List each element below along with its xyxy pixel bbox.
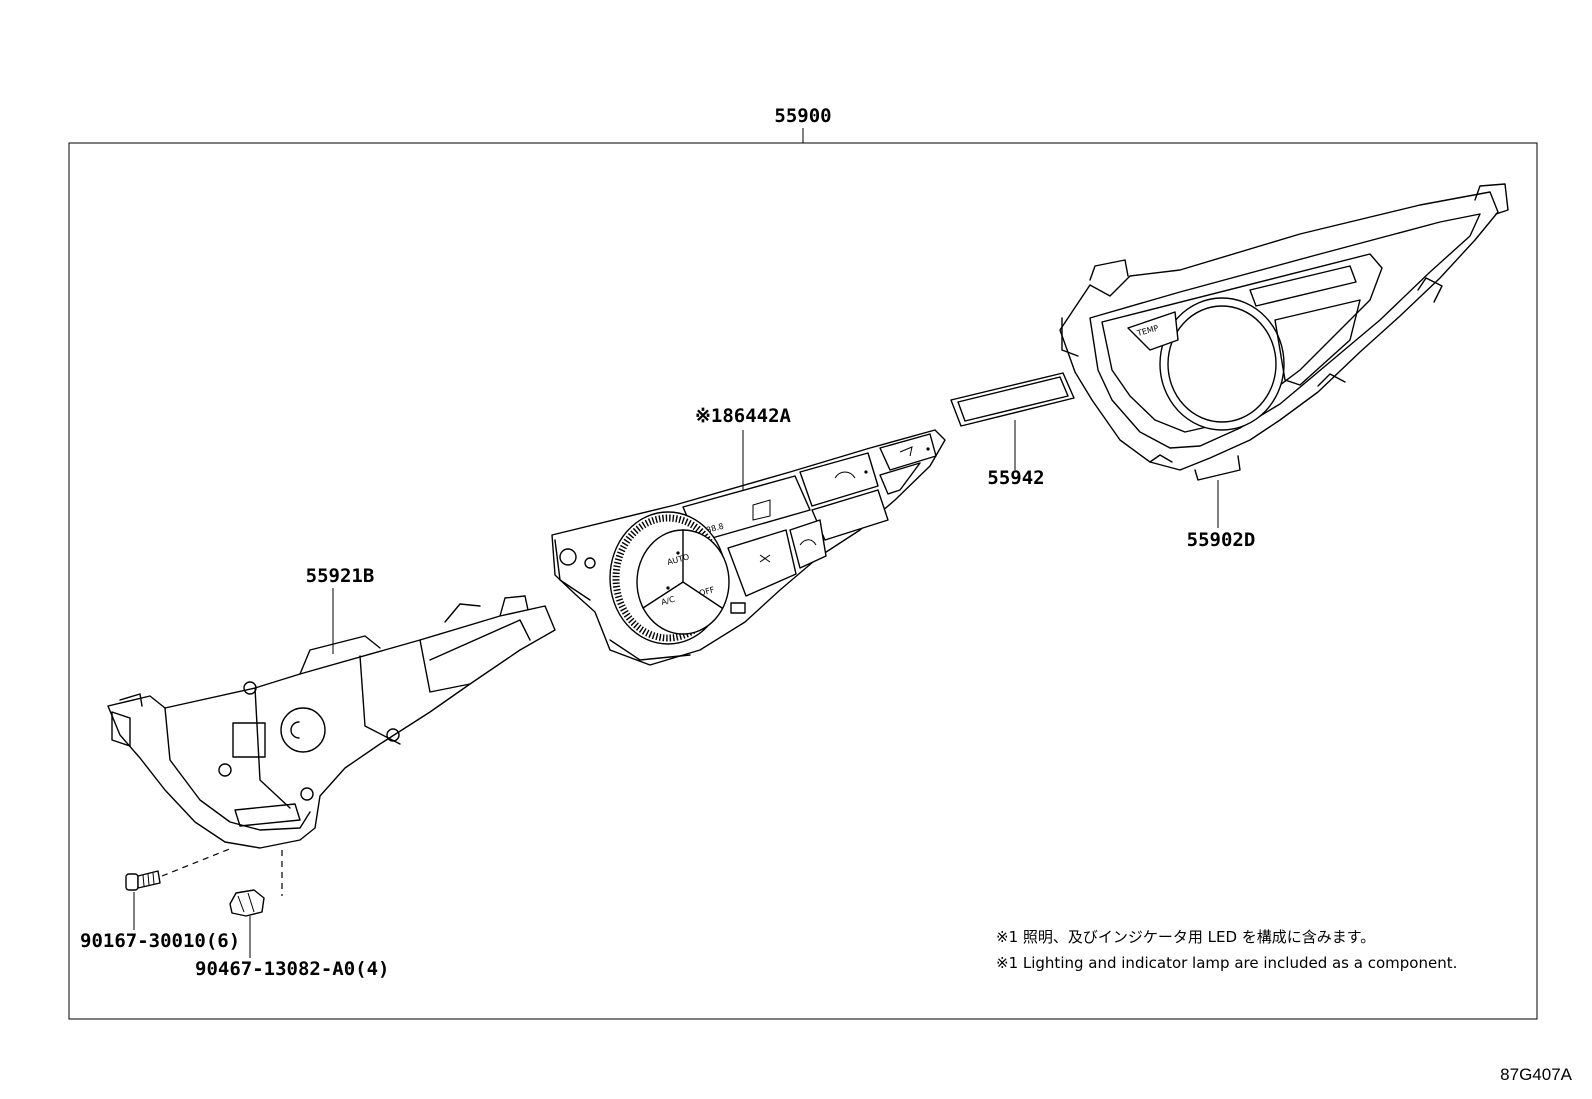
diagram-code: 87G407A [1500,1065,1572,1084]
note-japanese: ※1 照明、及びインジケータ用 LED を構成に含みます。 [996,928,1375,946]
assembly-number-label: 55900 [774,105,831,127]
control-panel-part: 88.8 AUTO A/C OFF [551,429,946,666]
note-english: ※1 Lighting and indicator lamp are inclu… [996,954,1457,972]
gasket-part-number-label: 55942 [987,467,1044,489]
housing-part-number-label: 55921B [306,565,375,587]
bezel-part: TEMP [1059,183,1509,481]
gasket-part [950,372,1075,427]
panel-part-number-label: ※186442A [695,405,792,427]
clip-part-number-label: 90467-13082-A0(4) [195,958,389,980]
screw-part [125,870,161,891]
clip-part [229,889,265,917]
off-button-label: OFF [698,585,716,598]
ac-button-label: A/C [660,595,676,607]
screw-part-number-label: 90167-30010(6) [80,930,240,952]
housing-part [107,595,556,849]
bezel-part-number-label: 55902D [1187,529,1256,551]
